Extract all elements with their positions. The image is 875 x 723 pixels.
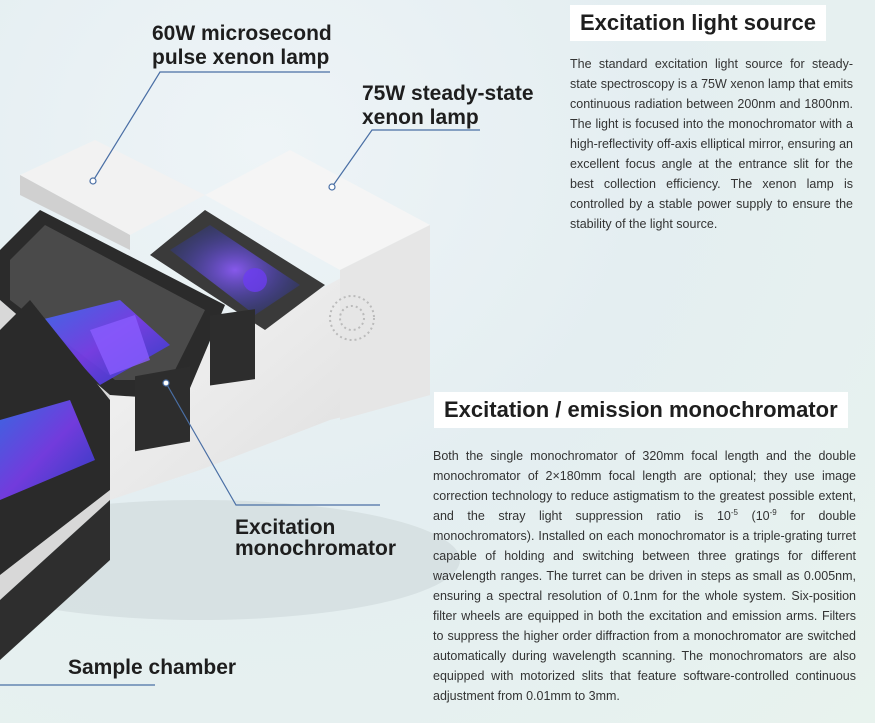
- monochromator-compartment: [0, 210, 225, 400]
- motor-block: [135, 366, 190, 452]
- monochromator-body-part3: for double monochromators). Installed on…: [433, 509, 857, 703]
- motor-block-2: [210, 309, 255, 386]
- excitation-light-source-title: Excitation light source: [570, 5, 826, 41]
- monochromator-title: Excitation / emission monochromator: [434, 392, 848, 428]
- marker-dot: [162, 379, 170, 387]
- callout-steady-lamp-line2: xenon lamp: [362, 106, 479, 129]
- monochromator-body: Both the single monochromator of 320mm f…: [433, 446, 856, 706]
- callout-pulse-lamp-line1: 60W microsecond: [152, 22, 332, 45]
- callout-pulse-lamp: 60W microsecond pulse xenon lamp: [152, 22, 332, 70]
- sample-chamber-compartment: [0, 300, 110, 575]
- marker-dot: [89, 177, 97, 185]
- monochromator-body-part2: (10: [737, 509, 770, 523]
- callout-sample-chamber: Sample chamber: [68, 656, 237, 679]
- vent-grille-icon: [329, 295, 375, 341]
- marker-dot: [328, 183, 336, 191]
- callout-excitation-monochromator: Excitation monochromator: [235, 517, 396, 559]
- callout-steady-lamp: 75W steady-state xenon lamp: [362, 82, 534, 130]
- callout-pulse-lamp-line2: pulse xenon lamp: [152, 46, 330, 69]
- callout-excitation-mono-line2: monochromator: [235, 537, 397, 560]
- pulse-lamp-housing: [20, 140, 205, 250]
- exponent-2: -9: [769, 507, 777, 517]
- exponent-1: -5: [730, 507, 738, 517]
- steady-lamp-housing: [205, 150, 430, 420]
- callout-excitation-mono-line1: Excitation: [235, 516, 336, 539]
- lamp-compartment: [150, 210, 325, 330]
- leader-lines: [0, 71, 480, 686]
- callout-steady-lamp-line1: 75W steady-state: [362, 82, 534, 105]
- excitation-light-source-body: The standard excitation light source for…: [570, 57, 853, 231]
- monochromator-body-part1: Both the single monochromator of 320mm f…: [433, 449, 856, 523]
